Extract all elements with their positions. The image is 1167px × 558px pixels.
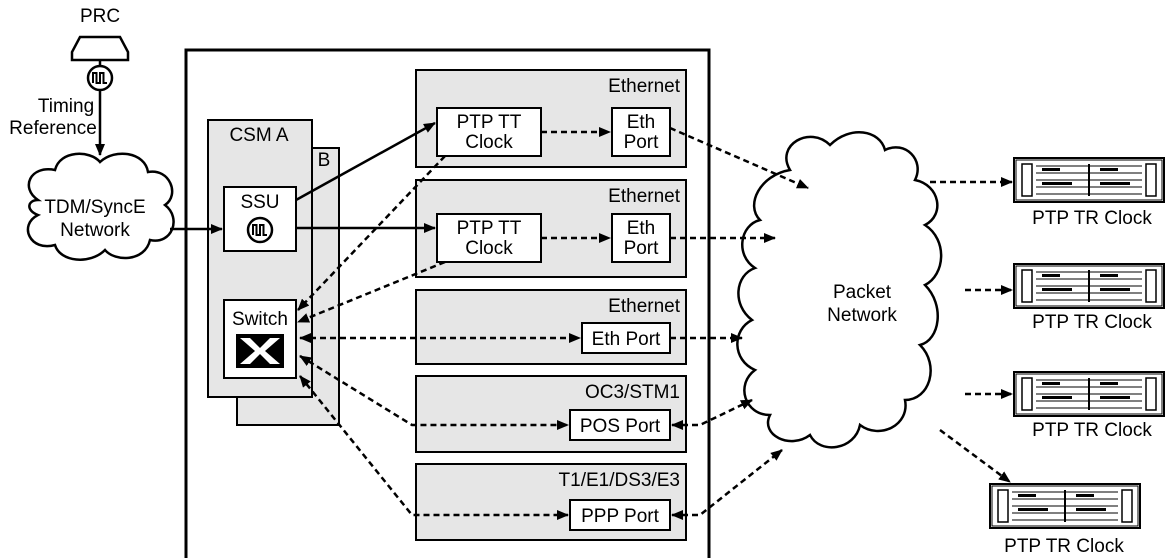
clock-2-to-switch-link <box>297 260 446 324</box>
ptp-tr-clock-2: PTP TR Clock <box>1013 263 1165 333</box>
ptp-tr-clock-1-rack-icon <box>1013 157 1165 203</box>
ptp-tr-clock-3-rack-icon <box>1013 371 1165 417</box>
packet-network-to-tr-4-link <box>939 428 1011 484</box>
switch-icon <box>236 334 284 368</box>
clock-1-to-switch-link <box>297 155 446 311</box>
card-2-title: Ethernet <box>608 186 681 207</box>
ptp-tr-clock-3-label: PTP TR Clock <box>1032 420 1152 441</box>
ssu-sync-icon <box>246 216 274 244</box>
card-ethernet-1: Ethernet PTP TT Clock Eth Port <box>415 69 687 168</box>
switch-label: Switch <box>232 309 288 330</box>
card-1-title: Ethernet <box>608 76 681 97</box>
ptp-tr-clock-4-label: PTP TR Clock <box>1004 536 1124 557</box>
ssu-label: SSU <box>240 192 279 213</box>
ssu-to-clock-1-link <box>295 121 436 202</box>
eth-port-2 <box>611 213 671 263</box>
packet-network-label-1: Packet <box>833 282 892 303</box>
eth-port-2-line2: Port <box>624 238 660 259</box>
ptp-tt-clock-2-line1: PTP TT <box>457 218 522 239</box>
packet-network-cloud: Packet Network <box>736 131 943 449</box>
prc-label: PRC <box>80 6 120 27</box>
ppp-port-label: PPP Port <box>581 506 660 527</box>
prc-group: PRC Timing Reference <box>9 6 130 156</box>
ptp-tt-clock-1 <box>436 107 542 157</box>
ptp-tr-clock-4: PTP TR Clock <box>989 483 1141 557</box>
ptp-tt-clock-1-line1: PTP TT <box>457 112 522 133</box>
connectors <box>170 121 1013 520</box>
ptp-tr-clock-1-label: PTP TR Clock <box>1032 208 1152 229</box>
ptp-tr-clock-3: PTP TR Clock <box>1013 371 1165 441</box>
eth-port-3-label: Eth Port <box>592 329 661 350</box>
port-1-to-packet-network-link <box>669 126 809 190</box>
ptp-tr-clock-1: PTP TR Clock <box>1013 157 1165 229</box>
tdm-synce-network-cloud: TDM/SyncE Network <box>26 152 175 261</box>
tdm-network-label-2: Network <box>60 220 130 241</box>
ptp-tr-clock-2-rack-icon <box>1013 263 1165 309</box>
card-5-title: T1/E1/DS3/E3 <box>559 470 680 491</box>
packet-network-label-2: Network <box>827 305 897 326</box>
prc-sync-icon <box>86 64 114 92</box>
eth-port-2-line1: Eth <box>627 218 656 239</box>
card-ethernet-2: Ethernet PTP TT Clock Eth Port <box>415 179 687 278</box>
card-ethernet-3: Ethernet Eth Port <box>415 289 687 365</box>
eth-port-1-line2: Port <box>624 132 660 153</box>
pos-port-label: POS Port <box>580 416 661 437</box>
tdm-network-label-1: TDM/SyncE <box>44 197 145 218</box>
prc-device-icon <box>70 35 130 62</box>
card-3-title: Ethernet <box>608 296 681 317</box>
ptp-tr-clock-4-rack-icon <box>989 483 1141 529</box>
csm-b-label: B <box>318 150 331 171</box>
switch-ppp-port-link <box>299 375 569 520</box>
timing-reference-label-1: Timing <box>38 96 94 117</box>
ppp-port <box>569 499 671 531</box>
timing-reference-label-2: Reference <box>9 118 97 139</box>
pos-port <box>569 409 671 441</box>
eth-port-1 <box>611 107 671 157</box>
eth-port-1-line1: Eth <box>627 112 656 133</box>
ptp-tt-clock-1-line2: Clock <box>465 132 513 153</box>
ptp-tr-clock-2-label: PTP TR Clock <box>1032 312 1152 333</box>
card-4-title: OC3/STM1 <box>585 382 680 403</box>
csm-a-label: CSM A <box>229 125 288 146</box>
card-oc3-stm1: OC3/STM1 POS Port <box>415 375 687 453</box>
ptp-tt-clock-2-line2: Clock <box>465 238 513 259</box>
ptp-tt-clock-2 <box>436 213 542 263</box>
card-t1-e1-ds3-e3: T1/E1/DS3/E3 PPP Port <box>415 463 687 541</box>
